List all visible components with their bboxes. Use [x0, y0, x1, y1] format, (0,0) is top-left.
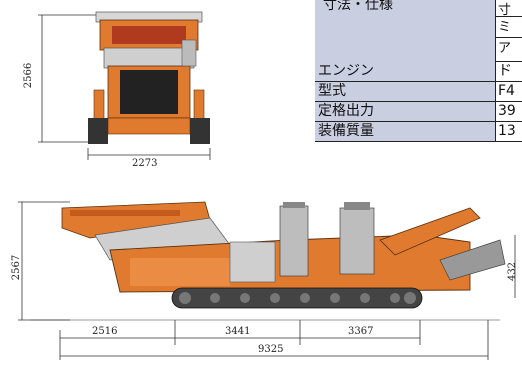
- front-view-drawing: [38, 11, 211, 160]
- spec-row-rated-output: 定格出力 39: [315, 102, 522, 122]
- spec-table-header: 寸法・仕様: [315, 0, 495, 71]
- spec-row-weight: 装備質量 13: [315, 122, 522, 142]
- side-right-height-dim: 432: [507, 261, 519, 282]
- spec-table: 寸法・仕様 寸 ミ ア エンジン ド 型式 F4 定格出力 39 装備質量 13: [315, 0, 522, 188]
- spec-row-value: F4: [495, 82, 522, 101]
- dim-3441: 3441: [225, 326, 251, 337]
- spec-row-label: エンジン: [318, 63, 374, 79]
- dim-3367: 3367: [348, 326, 374, 337]
- spec-row-engine: エンジン ド: [315, 62, 522, 82]
- spec-row-label: 装備質量: [318, 123, 374, 139]
- spec-table-header-label: 寸法・仕様: [323, 0, 393, 13]
- spec-table-shadow: [315, 142, 522, 186]
- spec-row-value: ド: [495, 62, 522, 81]
- spec-subcell-3: ア: [495, 38, 522, 62]
- front-height-dim: 2566: [23, 62, 35, 89]
- spec-row-label: 定格出力: [318, 103, 374, 119]
- spec-row-label: 型式: [318, 83, 346, 99]
- spec-subcell-2: ミ: [495, 17, 522, 38]
- spec-row-value: 13: [495, 122, 522, 141]
- side-height-dim: 2567: [11, 254, 23, 281]
- front-width-dim: 2273: [132, 158, 158, 169]
- spec-row-value: 39: [495, 102, 522, 121]
- dim-total-length: 9325: [258, 344, 284, 355]
- dim-2516: 2516: [92, 326, 118, 337]
- spec-row-model: 型式 F4: [315, 82, 522, 102]
- spec-subcell-1: 寸: [495, 0, 522, 18]
- side-view-drawing: [18, 201, 516, 360]
